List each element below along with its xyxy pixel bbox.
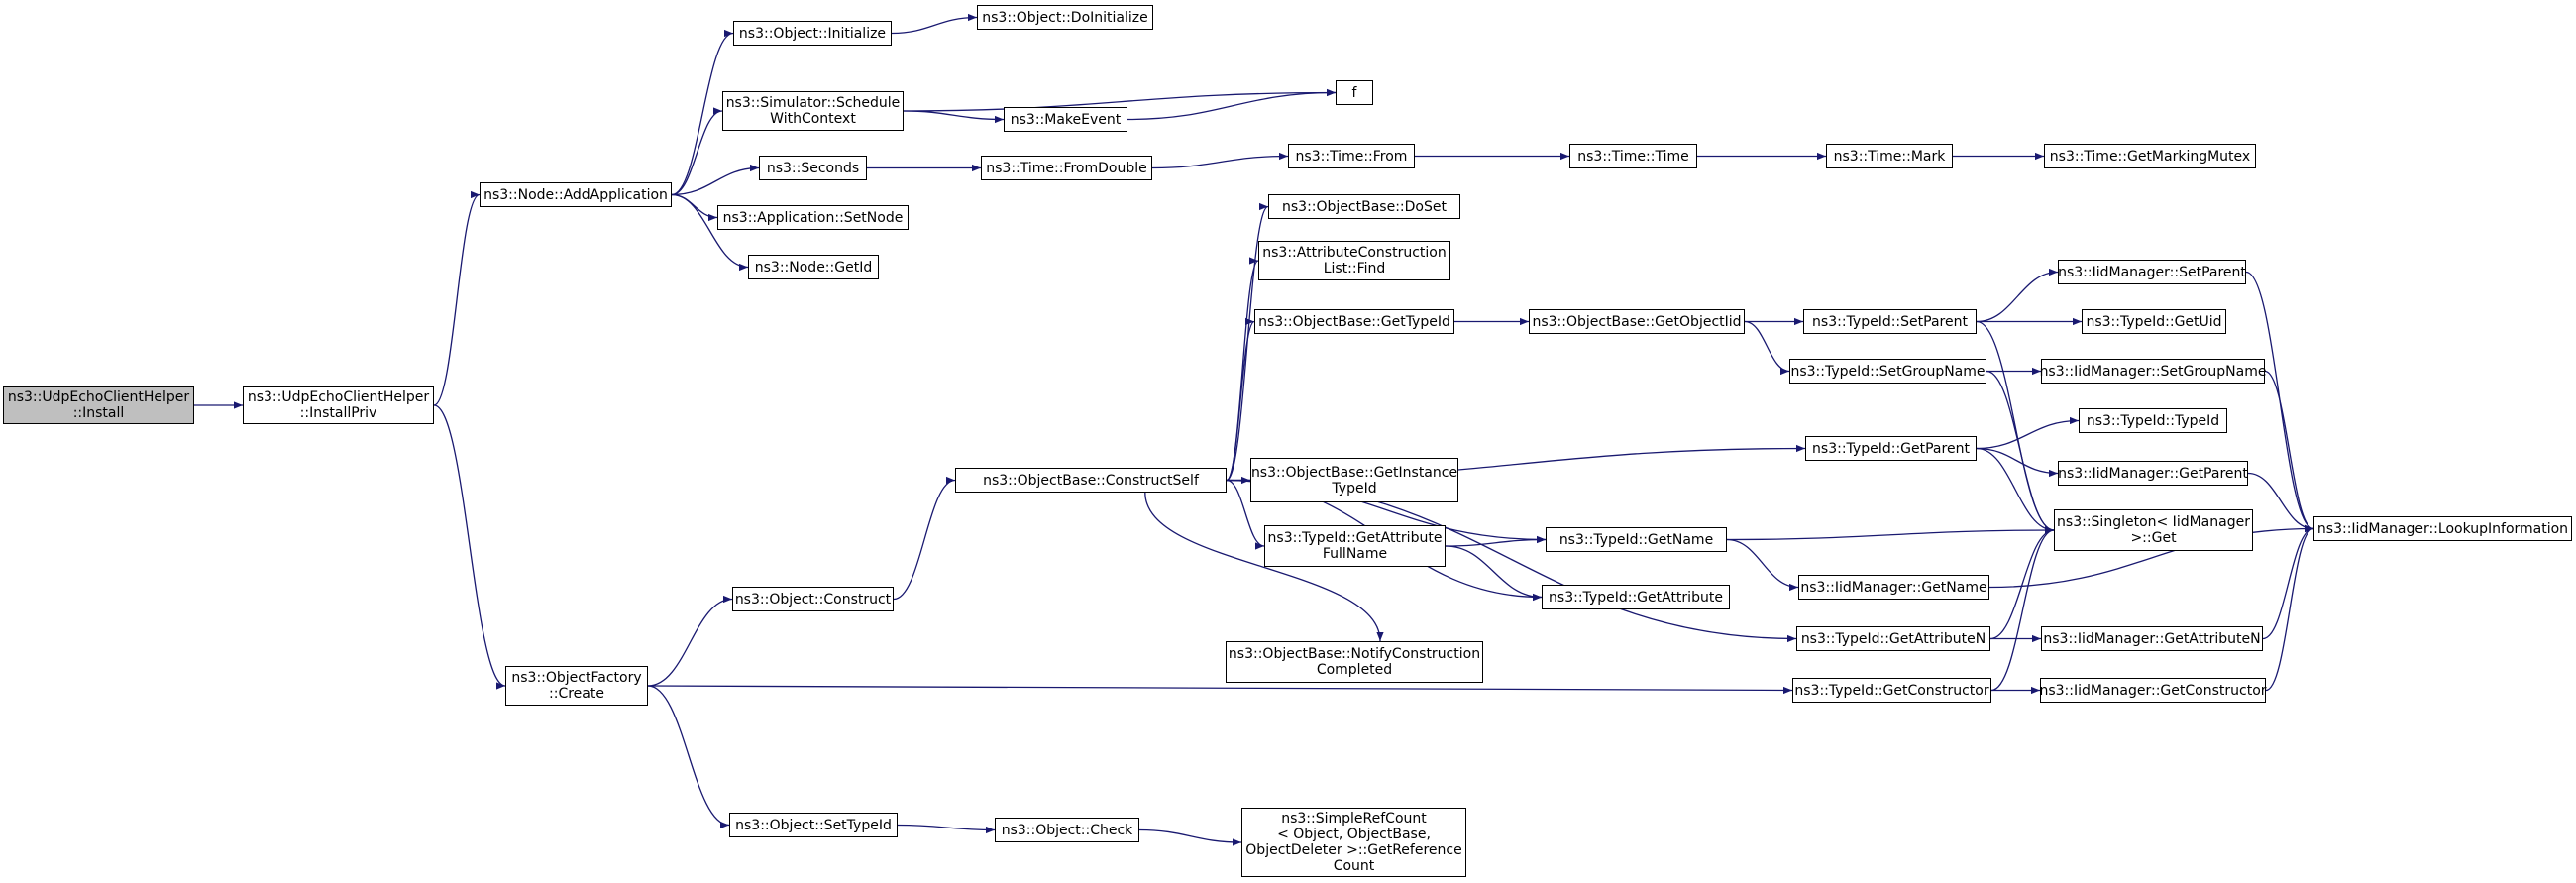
node-time-time[interactable]: ns3::Time::Time	[1569, 144, 1697, 168]
edge-n2-to-n4	[671, 29, 734, 196]
node-object-do-initialize[interactable]: ns3::Object::DoInitialize	[977, 5, 1153, 30]
node-object-base-get-type-id[interactable]: ns3::ObjectBase::GetTypeId	[1254, 309, 1454, 334]
edge-n2-to-n5	[671, 107, 723, 196]
node-type-id-type-id[interactable]: ns3::TypeId::TypeId	[2079, 408, 2227, 433]
edge-n37-to-n43	[2264, 370, 2314, 533]
edge-n5-to-n13	[903, 110, 1005, 124]
node-seconds[interactable]: ns3::Seconds	[759, 156, 867, 180]
node-type-id-get-attribute-n[interactable]: ns3::TypeId::GetAttributeN	[1796, 626, 1990, 651]
edge-n34-to-n40	[1990, 526, 2055, 692]
node-udp-echo-client-helper-install: ns3::UdpEchoClientHelper::Install	[3, 386, 194, 424]
edge-n3-to-n10	[647, 685, 730, 829]
edge-n39-to-n43	[2247, 472, 2314, 533]
edge-n9-to-n19	[893, 476, 956, 601]
edge-n3-to-n34	[647, 685, 1793, 695]
node-iid-manager-set-parent[interactable]: ns3::IidManager::SetParent	[2058, 260, 2246, 284]
node-object-set-type-id[interactable]: ns3::Object::SetTypeId	[729, 813, 898, 837]
edge-n27-to-n32	[1726, 538, 1799, 592]
node-iid-manager-get-name[interactable]: ns3::IidManager::GetName	[1798, 575, 1989, 600]
node-time-from[interactable]: ns3::Time::From	[1288, 144, 1415, 168]
node-object-check[interactable]: ns3::Object::Check	[995, 818, 1139, 842]
edge-n1-to-n3	[433, 404, 506, 690]
edge-n32-to-n43	[1988, 524, 2314, 589]
edge-n31-to-n38	[1976, 416, 2080, 450]
node-type-id-get-attribute[interactable]: ns3::TypeId::GetAttribute	[1542, 585, 1730, 609]
edge-n14-to-n15	[1151, 152, 1289, 169]
edge-n31-to-n40	[1976, 447, 2055, 534]
node-object-initialize[interactable]: ns3::Object::Initialize	[733, 21, 892, 46]
node-object-base-do-set[interactable]: ns3::ObjectBase::DoSet	[1268, 194, 1460, 219]
node-time-mark[interactable]: ns3::Time::Mark	[1826, 144, 1953, 168]
edge-n4-to-n11	[891, 13, 978, 35]
edge-n1-to-n2	[433, 190, 481, 406]
node-object-factory-create[interactable]: ns3::ObjectFactory::Create	[505, 666, 648, 706]
node-iid-manager-set-group-name[interactable]: ns3::IidManager::SetGroupName	[2040, 359, 2266, 384]
edge-n29-to-n40	[1976, 320, 2055, 534]
node-object-construct[interactable]: ns3::Object::Construct	[732, 587, 894, 611]
edge-n44-to-n45	[1138, 828, 1242, 846]
edge-n5-to-n12	[903, 88, 1337, 112]
node-node-get-id[interactable]: ns3::Node::GetId	[748, 255, 879, 279]
edge-n2-to-n7	[671, 193, 718, 222]
node-application-set-node[interactable]: ns3::Application::SetNode	[717, 205, 909, 230]
node-type-id-get-parent[interactable]: ns3::TypeId::GetParent	[1805, 436, 1977, 461]
edge-n29-to-n35	[1976, 268, 2059, 323]
node-simple-ref-count-get-reference-count[interactable]: ns3::SimpleRefCount< Object, ObjectBase,…	[1241, 808, 1466, 877]
edge-n13-to-n12	[1127, 88, 1337, 121]
edge-n27-to-n40	[1726, 526, 2055, 541]
edge-n2-to-n6	[671, 164, 760, 196]
edge-n42-to-n43	[2265, 524, 2314, 692]
edge-n31-to-n39	[1976, 447, 2059, 478]
edge-n33-to-n40	[1989, 526, 2055, 640]
edge-n19-to-n22	[1226, 318, 1255, 482]
node-singleton-iid-manager-get[interactable]: ns3::Singleton< IidManager >::Get	[2054, 509, 2253, 551]
edge-n24-to-n28	[1445, 545, 1543, 602]
edge-n30-to-n40	[1986, 370, 2055, 534]
node-iid-manager-get-attribute-n[interactable]: ns3::IidManager::GetAttributeN	[2041, 626, 2263, 651]
node-iid-manager-lookup-information[interactable]: ns3::IidManager::LookupInformation	[2313, 516, 2572, 541]
node-time-from-double[interactable]: ns3::Time::FromDouble	[981, 156, 1152, 180]
node-type-id-get-name[interactable]: ns3::TypeId::GetName	[1546, 527, 1727, 552]
edge-n10-to-n44	[897, 824, 996, 834]
edge-n19-to-n25	[1144, 492, 1384, 642]
node-object-base-construct-self[interactable]: ns3::ObjectBase::ConstructSelf	[955, 468, 1227, 493]
node-object-base-get-object-iid[interactable]: ns3::ObjectBase::GetObjectIid	[1529, 309, 1745, 334]
node-iid-manager-get-parent[interactable]: ns3::IidManager::GetParent	[2058, 461, 2248, 486]
node-type-id-set-group-name[interactable]: ns3::TypeId::SetGroupName	[1789, 359, 1986, 384]
edge-n2-to-n8	[671, 193, 749, 272]
node-make-event[interactable]: ns3::MakeEvent	[1004, 107, 1127, 132]
node-type-id-set-parent[interactable]: ns3::TypeId::SetParent	[1803, 309, 1977, 334]
edge-n19-to-n24	[1226, 479, 1265, 550]
node-node-add-application[interactable]: ns3::Node::AddApplication	[480, 182, 672, 207]
node-type-id-get-uid[interactable]: ns3::TypeId::GetUid	[2082, 309, 2226, 334]
node-udp-echo-client-helper-install-priv[interactable]: ns3::UdpEchoClientHelper::InstallPriv	[243, 386, 434, 424]
node-f[interactable]: f	[1336, 80, 1373, 105]
edge-n24-to-n27	[1445, 535, 1547, 547]
node-time-get-marking-mutex[interactable]: ns3::Time::GetMarkingMutex	[2044, 144, 2256, 168]
node-type-id-get-constructor[interactable]: ns3::TypeId::GetConstructor	[1792, 678, 1991, 703]
edge-n3-to-n9	[647, 595, 733, 687]
edge-n19-to-n21	[1226, 257, 1259, 482]
edge-n26-to-n30	[1744, 320, 1790, 376]
node-iid-manager-get-constructor[interactable]: ns3::IidManager::GetConstructor	[2039, 678, 2267, 703]
edge-n41-to-n43	[2262, 524, 2314, 640]
